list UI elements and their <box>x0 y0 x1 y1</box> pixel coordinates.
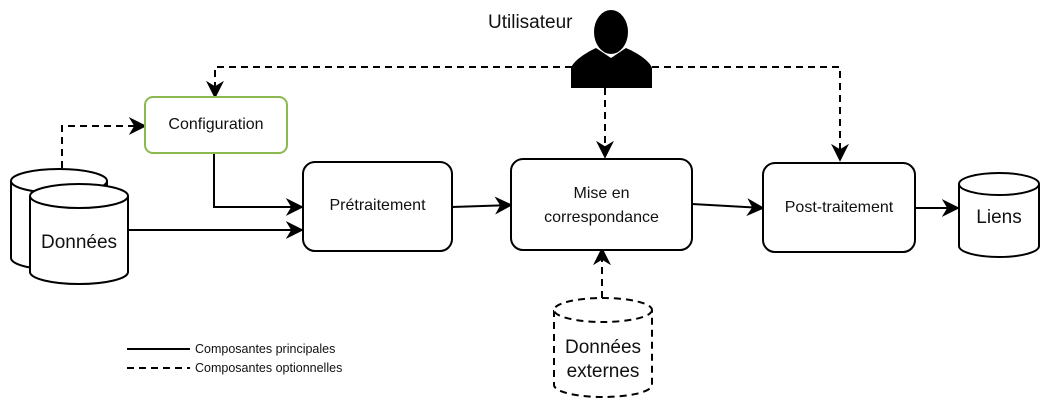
config-to-pretraitement-connector <box>213 153 304 216</box>
donnees-database-icon <box>29 183 129 285</box>
post-traitement-box <box>762 162 916 253</box>
user-to-posttraitement-connector <box>652 66 849 162</box>
pretraitement-to-matching-connector <box>451 196 513 215</box>
configuration-box <box>144 96 288 154</box>
mise-en-correspondance-box <box>510 158 693 251</box>
donnees-to-config-connector <box>61 117 147 168</box>
matching-to-posttraitement-connector <box>691 198 765 217</box>
user-to-config-connector <box>206 66 572 99</box>
liens-database-icon <box>958 172 1040 258</box>
donnees-externes-database-icon <box>553 297 653 398</box>
pretraitement-box <box>302 161 453 252</box>
user-silhouette-icon <box>571 10 652 88</box>
